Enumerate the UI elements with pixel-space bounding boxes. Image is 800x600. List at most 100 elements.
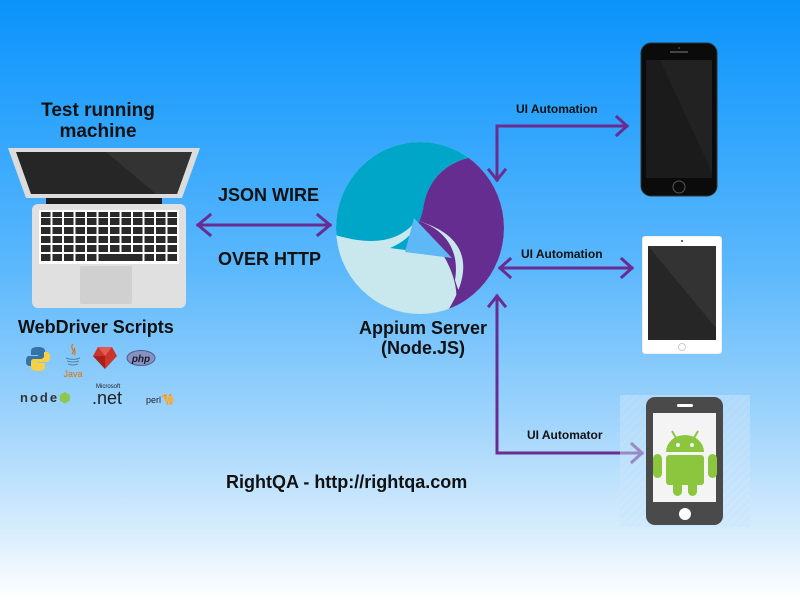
keyboard-key [121,236,131,243]
keyboard-key [52,254,62,261]
php-icon: php [126,350,156,366]
iphone-arrow [486,114,630,183]
keyboard-key [41,212,51,217]
keyboard-key [167,254,177,261]
keyboard-key [156,218,166,225]
keyboard-key [87,254,97,261]
nodejs-icon: node⬢ [20,390,73,405]
android-phone-icon [620,395,750,527]
protocol-label-line1: JSON WIRE [218,185,320,205]
keyboard-key [87,212,97,217]
protocol-label-line2: OVER HTTP [218,249,322,269]
keyboard-key [144,245,154,252]
keyboard-key [133,245,143,252]
keyboard-key [64,245,74,252]
keyboard-key [52,236,62,243]
perl-icon: perl🐪 [146,394,175,406]
ipad-arrow [497,256,635,280]
keyboard-key [64,218,74,225]
node-label: node [20,390,60,405]
keyboard-key [87,236,97,243]
keyboard-key [98,212,108,217]
keyboard-key [167,245,177,252]
footer-credit: RightQA - http://rightqa.com [226,472,468,492]
keyboard-key [75,254,85,261]
keyboard-key [64,254,74,261]
keyboard-key [41,254,51,261]
keyboard-key [121,227,131,234]
keyboard-key [167,236,177,243]
keyboard-key [144,227,154,234]
keyboard-key [133,236,143,243]
keyboard-key [98,227,108,234]
scripts-label: WebDriver Scripts [18,317,174,337]
keyboard-key [75,227,85,234]
keyboard-key [110,245,120,252]
keyboard-key [133,212,143,217]
client-title: Test running machine [18,100,178,142]
keyboard-key [156,236,166,243]
keyboard-key [110,212,120,217]
dotnet-small-label: Microsoft [96,384,121,390]
keyboard-key [110,227,120,234]
keyboard-key [144,218,154,225]
dotnet-icon: Microsoft .net [92,384,142,408]
server-label-line1: Appium Server [358,318,488,338]
keyboard-key [52,245,62,252]
dotnet-label: .net [92,388,123,408]
iphone-icon [640,42,718,197]
keyboard-key [41,218,51,225]
keyboard-key [64,212,74,217]
keyboard-key [167,227,177,234]
keyboard-key [156,227,166,234]
keyboard-key [75,236,85,243]
keyboard-key [41,236,51,243]
keyboard-key [75,212,85,217]
keyboard-key [133,218,143,225]
client-title-line2: machine [59,121,137,142]
keyboard-key [144,236,154,243]
keyboard-key [87,227,97,234]
keyboard-key [110,236,120,243]
keyboard-key [52,227,62,234]
ipad-icon [642,236,722,354]
keyboard-key [98,236,108,243]
keyboard-key [167,212,177,217]
keyboard-key [156,245,166,252]
keyboard-key [121,245,131,252]
keyboard-key [167,218,177,225]
java-icon: Java [63,343,83,379]
keyboard-key [156,254,166,261]
android-connection-label: UI Automator [527,428,603,442]
svg-text:Java: Java [63,369,82,379]
keyboard-key [121,218,131,225]
keyboard-key [87,245,97,252]
python-icon [26,347,50,371]
keyboard-key [98,245,108,252]
laptop-icon [8,148,200,308]
keyboard-key [98,218,108,225]
keyboard-spacebar [98,254,143,261]
svg-text:php: php [131,354,150,365]
iphone-connection-label: UI Automation [516,102,598,116]
keyboard-key [144,212,154,217]
keyboard-key [133,227,143,234]
keyboard-key [52,212,62,217]
keyboard-key [41,245,51,252]
keyboard-key [41,227,51,234]
perl-label: perl [146,395,162,405]
keyboard-key [144,254,154,261]
server-label-line2: (Node.JS) [380,338,465,358]
ipad-connection-label: UI Automation [521,247,603,261]
keyboard-key [75,218,85,225]
keyboard-key [156,212,166,217]
keyboard-key [87,218,97,225]
client-title-line1: Test running [41,100,155,121]
server-label: Appium Server (Node.JS) [348,318,498,358]
keyboard-key [52,218,62,225]
keyboard-key [75,245,85,252]
json-wire-arrow [195,212,333,238]
keyboard-key [64,227,74,234]
appium-logo-icon [336,142,504,314]
